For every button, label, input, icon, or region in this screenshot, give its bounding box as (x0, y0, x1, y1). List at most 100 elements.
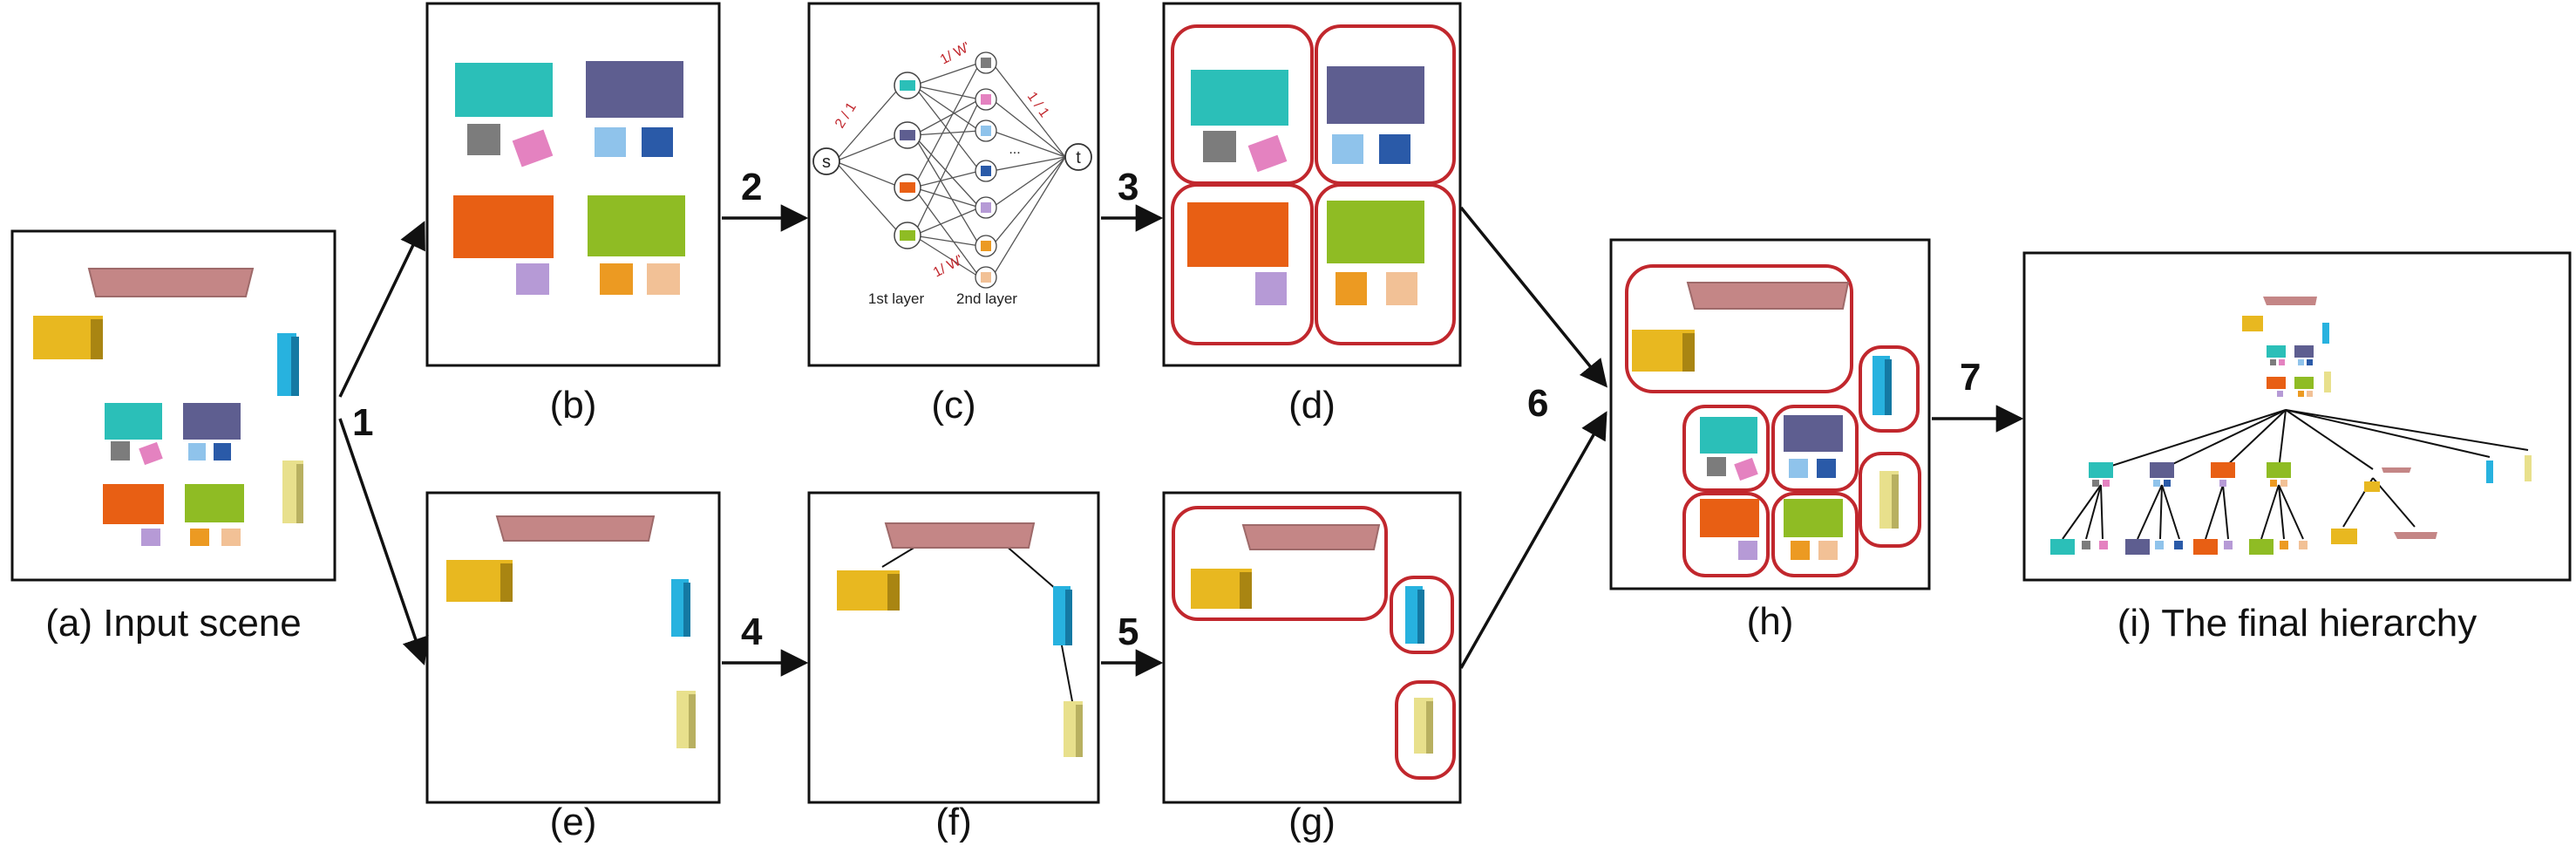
node-slate-group (2150, 462, 2174, 478)
blue-chair (214, 443, 231, 461)
node-lamp (2525, 455, 2532, 481)
shelf-object (1686, 282, 1850, 310)
first-layer-label: 1st layer (868, 290, 925, 307)
root-cabinet (2322, 323, 2329, 344)
second-layer-nodes (975, 51, 997, 289)
step-4-label: 4 (741, 611, 763, 653)
root-lamp (2324, 372, 2331, 392)
panel-h-frame (1609, 238, 1931, 590)
green-table (588, 195, 685, 256)
leaf-lilac-chair (2224, 541, 2233, 549)
orange-table (1187, 202, 1288, 267)
teal-table (105, 403, 162, 440)
sink-label: t (1076, 148, 1081, 167)
panel-c-frame (807, 2, 1100, 367)
panel-e-scene (446, 515, 696, 748)
group-outline-green (1771, 492, 1859, 577)
graph-edges (834, 62, 1066, 278)
group-outline-slate (1771, 405, 1859, 492)
green-table (1784, 499, 1843, 537)
panel-g-frame (1162, 491, 1462, 804)
caption-d: (d) (1288, 384, 1336, 426)
leaf-lightblue-chair (2155, 541, 2164, 549)
orange-table (1700, 499, 1759, 537)
peach-chair (221, 529, 241, 546)
slate-table (1327, 66, 1424, 124)
teal-table (1700, 417, 1757, 454)
root-desk (2242, 316, 2263, 331)
panel-b-frame (425, 2, 721, 367)
caption-e: (e) (549, 801, 597, 843)
shelf-object (87, 268, 255, 297)
cabinet-side (1885, 359, 1892, 415)
arrow-step-1-down (338, 418, 429, 665)
peach-chair (1386, 272, 1417, 305)
leaf-orange-table (2193, 539, 2218, 555)
blue-chair (1817, 459, 1836, 478)
node-shelf-desk-group (2382, 467, 2411, 473)
shelf-object (1241, 524, 1381, 550)
source-node (812, 147, 840, 175)
gray-chair (467, 124, 500, 155)
blue-chair (1379, 134, 1410, 164)
slate-table (183, 403, 241, 440)
cabinet-side (1417, 590, 1424, 644)
gray-chair (1707, 457, 1726, 476)
panel-d-frame (1162, 2, 1462, 367)
panel-f-scene (837, 522, 1083, 757)
amber-chair (190, 529, 209, 546)
desk-shadow (887, 574, 900, 611)
group-outline-cabinet (1859, 345, 1920, 433)
root-slate (2294, 345, 2314, 358)
teal-table (455, 63, 553, 117)
panel-f-frame (807, 491, 1100, 804)
panel-g-scene (1172, 506, 1456, 780)
group-outline-lamp (1859, 452, 1921, 548)
node-green-group (2267, 462, 2291, 478)
lilac-chair (141, 529, 160, 546)
arrow-step-1-up (338, 221, 425, 398)
amber-chair (600, 263, 633, 295)
leaf-blue-chair (2174, 541, 2183, 549)
lamp-side (1892, 474, 1899, 529)
source-label: s (822, 153, 831, 172)
leaf-teal-table (2050, 539, 2075, 555)
root-orange (2267, 377, 2286, 389)
node-teal-group (2089, 462, 2113, 478)
green-table (1327, 201, 1424, 263)
cabinet-side (683, 583, 690, 637)
leaf-peach-chair (2299, 541, 2308, 549)
panel-a-scene (33, 268, 303, 546)
lamp-side (1076, 705, 1083, 757)
root-green (2294, 377, 2314, 389)
root-shelf (2263, 297, 2317, 305)
slate-table (586, 61, 683, 118)
cabinet-side (291, 337, 299, 396)
lamp-side (1426, 701, 1433, 754)
lilac-chair (516, 263, 549, 295)
arrow-step-6-bottom (1459, 411, 1607, 669)
panel-i-frame (2022, 251, 2572, 582)
step-arrows (338, 204, 2024, 677)
step-6-label: 6 (1527, 382, 1549, 425)
relation-edge (1061, 645, 1073, 702)
desk-shadow (1240, 572, 1252, 609)
group-outline-shelf-desk (1172, 506, 1388, 621)
weight-label-sink: 1 / 1 (1024, 90, 1052, 120)
caption-h: (h) (1746, 600, 1794, 643)
caption-g: (g) (1288, 801, 1336, 843)
leaf-pink-chair (2099, 541, 2108, 549)
panel-b-scene (453, 61, 685, 295)
step-7-label: 7 (1960, 356, 1981, 399)
second-layer-label: 2nd layer (956, 290, 1017, 307)
leaf-desk (2331, 529, 2357, 544)
caption-f: (f) (935, 801, 972, 843)
group-outline-orange (1171, 183, 1314, 345)
caption-b: (b) (549, 384, 597, 426)
pink-chair (512, 129, 554, 167)
group-outline-shelf-desk (1625, 264, 1853, 393)
lamp-side (296, 464, 303, 523)
cabinet-side (1065, 590, 1072, 645)
pink-chair (139, 441, 163, 466)
